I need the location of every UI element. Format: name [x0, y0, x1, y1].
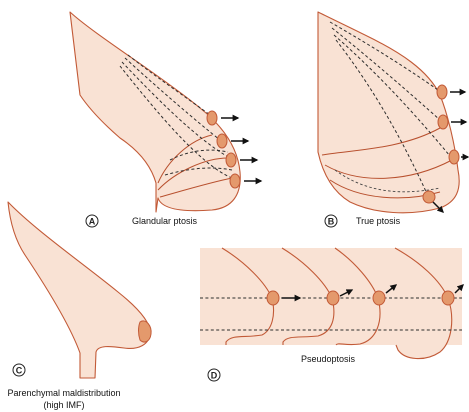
panel-a-nipple-1 — [207, 111, 217, 125]
panel-d-nipple-2 — [327, 291, 339, 305]
panel-c-caption-line2: (high IMF) — [43, 400, 84, 410]
panel-d-caption: Pseudoptosis — [301, 354, 356, 364]
panel-c-torso — [8, 202, 150, 378]
panel-b-nipple-2 — [438, 115, 448, 129]
panel-d-nipple-3 — [373, 291, 385, 305]
panel-b-nipple-3 — [449, 150, 459, 164]
panel-b-caption: True ptosis — [356, 216, 401, 226]
panel-c-nipple — [139, 321, 152, 342]
panel-b-badge-letter: B — [328, 217, 335, 227]
panel-a-nipple-2 — [217, 134, 227, 148]
panel-b: B True ptosis — [318, 12, 468, 227]
panel-a-caption: Glandular ptosis — [132, 216, 198, 226]
panel-d: D Pseudoptosis — [200, 248, 463, 381]
panel-a-nipple-3 — [226, 153, 236, 167]
panel-c-badge-letter: C — [16, 366, 23, 376]
panel-b-torso — [318, 12, 459, 213]
panel-c: C Parenchymal maldistribution (high IMF) — [7, 202, 151, 410]
panel-b-nipple-1 — [437, 85, 447, 99]
panel-a: A Glandular ptosis — [70, 12, 261, 227]
panel-b-nipple-4 — [423, 191, 435, 203]
panel-a-nipple-4 — [230, 174, 240, 188]
panel-c-caption-line1: Parenchymal maldistribution — [7, 388, 120, 398]
panel-d-nipple-4 — [442, 291, 454, 305]
panel-a-badge-letter: A — [89, 217, 96, 227]
panel-d-badge-letter: D — [211, 371, 218, 381]
panel-d-nipple-1 — [267, 291, 279, 305]
